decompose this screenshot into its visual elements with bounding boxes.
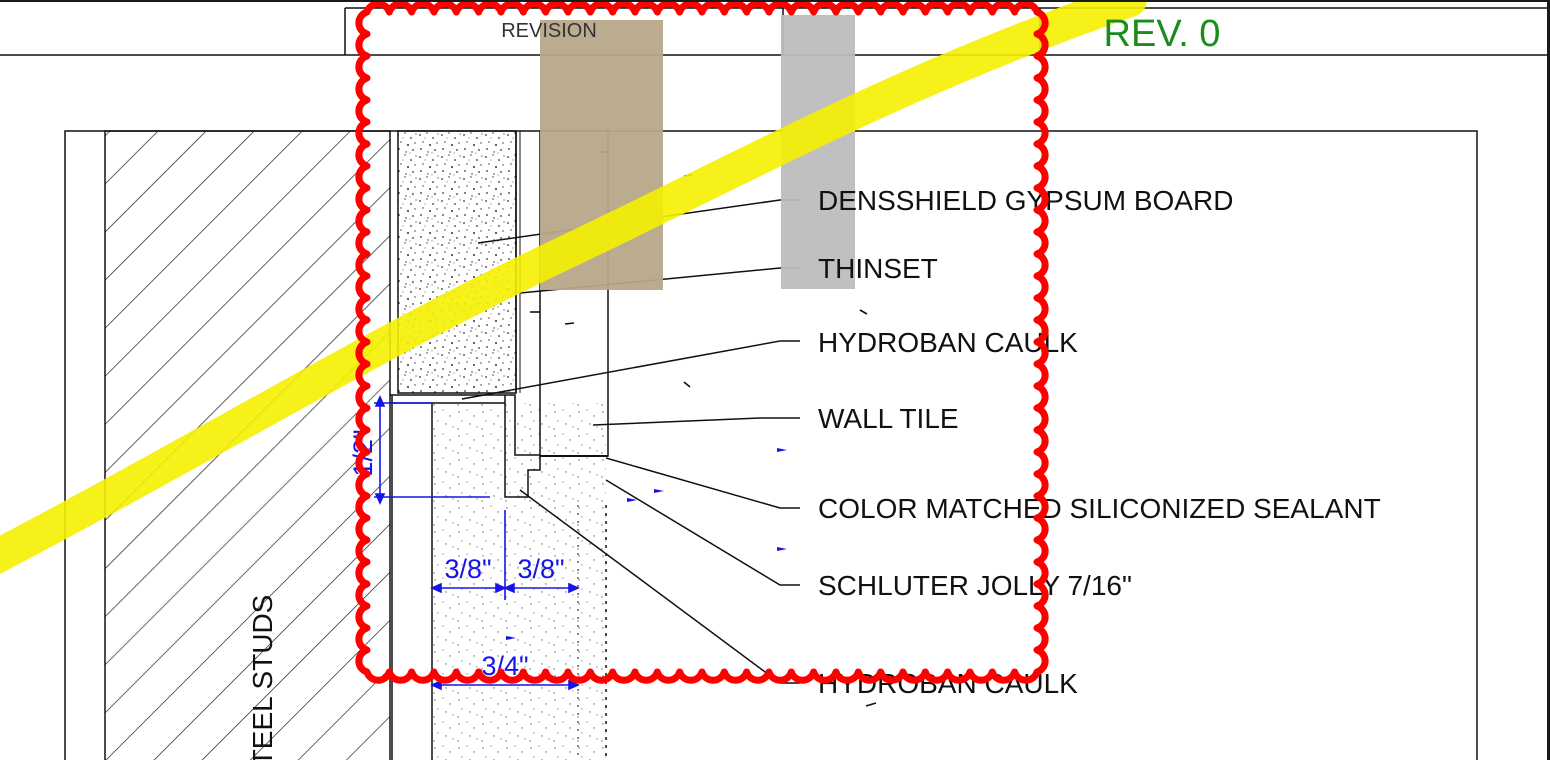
- steel-studs-label: STEEL STUDS: [247, 595, 278, 760]
- schluter-profile: [504, 394, 541, 498]
- revision-value: REV. 0: [1104, 13, 1221, 55]
- dim-left-gap: 3/8": [444, 554, 491, 584]
- gypsum-board-upper: [397, 130, 517, 394]
- yellow-highlighter: [0, 0, 1147, 574]
- lower-substrate: [432, 403, 606, 760]
- revision-label: REVISION: [501, 20, 597, 42]
- callout-schluter: SCHLUTER JOLLY 7/16": [818, 570, 1132, 601]
- revision-cloud: [355, 0, 1049, 684]
- dimension-lines: [374, 395, 580, 691]
- callout-densshield: DENSSHIELD GYPSUM BOARD: [818, 185, 1233, 216]
- blue-marks: [506, 448, 787, 640]
- steel-studs-hatch: [104, 130, 391, 760]
- callout-thinset: THINSET: [818, 253, 938, 284]
- title-block: [0, 7, 1550, 56]
- callout-wall-tile: WALL TILE: [818, 403, 959, 434]
- callout-sealant: COLOR MATCHED SILICONIZED SEALANT: [818, 493, 1381, 524]
- dim-right-gap: 3/8": [517, 554, 564, 584]
- detail-border: [64, 130, 1478, 760]
